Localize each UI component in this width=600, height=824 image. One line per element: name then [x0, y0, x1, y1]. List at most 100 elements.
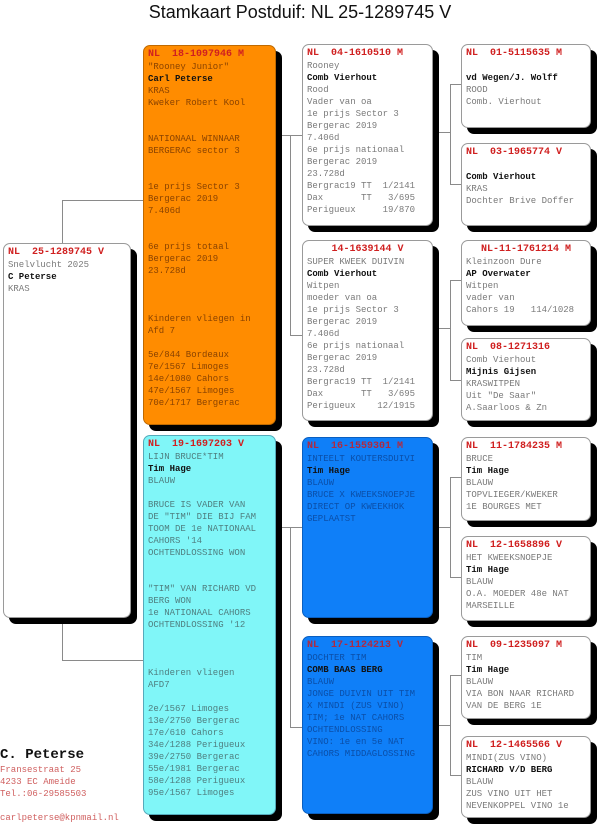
owner-name: vd Wegen/J. Wolff: [466, 73, 558, 83]
info-line: 2e/1567 Limoges: [148, 704, 230, 714]
ring-number: NL 03-1965774 V: [466, 147, 563, 158]
info-line: Uit "De Saar": [466, 391, 537, 401]
info-line: 95e/1567 Limoges: [148, 788, 235, 798]
owner-name: Tim Hage: [466, 665, 510, 675]
info-line: 39e/2750 Bergerac: [148, 752, 240, 762]
info-line: Dochter Brive Doffer: [466, 196, 575, 206]
owner-name: Tim Hage: [148, 464, 192, 474]
owner-name: Mijnis Gijsen: [466, 367, 537, 377]
info-line: [148, 217, 271, 229]
info-line: Bergerac 2019: [307, 121, 378, 131]
info-line: BLAUW: [466, 677, 494, 687]
info-line: 7e/1567 Limoges: [148, 362, 230, 372]
owner-name: COMB BAAS BERG: [307, 665, 383, 675]
info-line: OCHTENDLOSSING: [307, 725, 383, 735]
info-line: KRAS: [466, 184, 488, 194]
info-line: KRAS: [148, 86, 170, 96]
connector-line: [290, 727, 302, 728]
ring-number: NL 18-1097946 M: [148, 49, 245, 60]
info-line: SUPER KWEEK DUIVIN: [307, 257, 405, 267]
info-line: KRAS: [8, 284, 30, 294]
info-line: 34e/1288 Perigueux: [148, 740, 246, 750]
info-line: "Rooney Junior": [148, 62, 230, 72]
info-line: BLAUW: [307, 478, 335, 488]
connector-line: [282, 135, 290, 136]
info-line: ZUS VINO UIT HET: [466, 789, 553, 799]
connector-line: [450, 280, 451, 380]
info-line: vader van: [466, 293, 515, 303]
info-line: [148, 487, 271, 499]
ring-number: NL 16-1559301 M: [307, 441, 404, 452]
info-line: CAHORS '14: [148, 536, 203, 546]
info-line: 7.406d: [307, 329, 340, 339]
info-line: [148, 643, 271, 655]
info-line: [148, 691, 271, 703]
owner-name: Carl Peterse: [148, 74, 213, 84]
info-line: Bergerac 2019: [307, 157, 378, 167]
info-line: Bergerac 2019: [148, 254, 219, 264]
owner-email[interactable]: carlpeterse@kpnmail.nl: [0, 813, 119, 823]
ring-number: NL 19-1697203 V: [148, 439, 245, 450]
ring-number: NL 04-1610510 M: [307, 48, 404, 59]
info-line: GEPLAATST: [307, 514, 356, 524]
info-line: [466, 60, 586, 72]
ring-number: NL 12-1465566 V: [466, 740, 563, 751]
owner-name: Comb Vierhout: [466, 172, 537, 182]
info-line: Bergrac19 TT 1/2141: [307, 377, 416, 387]
info-line: 1e prijs Sector 3: [148, 182, 240, 192]
info-line: Bergerac 2019: [307, 317, 378, 327]
info-line: TIM; 1e NAT CAHORS: [307, 713, 405, 723]
owner-name: Tim Hage: [307, 466, 351, 476]
ring-number: NL 09-1235097 M: [466, 640, 563, 651]
ring-number: NL 01-5115635 M: [466, 48, 563, 59]
info-line: MARSEILLE: [466, 601, 515, 611]
info-line: 7.406d: [148, 206, 181, 216]
connector-line: [450, 84, 461, 85]
connector-line: [282, 527, 290, 528]
connector-line: [450, 577, 461, 578]
info-line: 55e/1981 Bergerac: [148, 764, 240, 774]
owner-name: RICHARD V/D BERG: [466, 765, 553, 775]
info-line: [148, 655, 271, 667]
info-line: OCHTENDLOSSING WON: [148, 548, 246, 558]
info-line: [148, 631, 271, 643]
info-line: BLAUW: [148, 476, 176, 486]
ring-number: NL 12-1658896 V: [466, 540, 563, 551]
ring-number: NL 11-1784235 M: [466, 441, 563, 452]
info-line: 70e/1717 Bergerac: [148, 398, 240, 408]
info-line: INTEELT KOUTERSDUIVI: [307, 454, 416, 464]
info-line: BRUCE IS VADER VAN: [148, 500, 246, 510]
info-line: [148, 289, 271, 301]
info-line: O.A. MOEDER 48e NAT: [466, 589, 569, 599]
pigeon-card-sire[interactable]: NL 18-1097946 M "Rooney Junior" Carl Peter…: [143, 45, 276, 425]
info-line: BRUCE: [466, 454, 494, 464]
info-line: JONGE DUIVIN UIT TIM: [307, 689, 416, 699]
info-line: [148, 169, 271, 181]
owner-name: Comb Vierhout: [307, 73, 378, 83]
connector-line: [450, 675, 451, 775]
info-line: 23.728d: [307, 169, 345, 179]
connector-line: [439, 527, 450, 528]
info-line: Kleinzoon Dure: [466, 257, 542, 267]
info-line: NEVENKOPPEL VINO 1e: [466, 801, 569, 811]
info-line: BERG WON: [148, 596, 192, 606]
info-line: MINDI(ZUS VINO): [466, 753, 548, 763]
info-line: Bergerac 2019: [148, 194, 219, 204]
pigeon-card-ds[interactable]: NL 16-1559301 M INTEELT KOUTERSDUIVI Tim H…: [302, 437, 433, 618]
info-line: 5e/844 Bordeaux: [148, 350, 230, 360]
connector-line: [450, 477, 461, 478]
connector-line: [450, 84, 451, 184]
pigeon-card-ddd[interactable]: NL 12-1465566 V MINDI(ZUS VINO) RICHARD V/…: [461, 736, 591, 818]
